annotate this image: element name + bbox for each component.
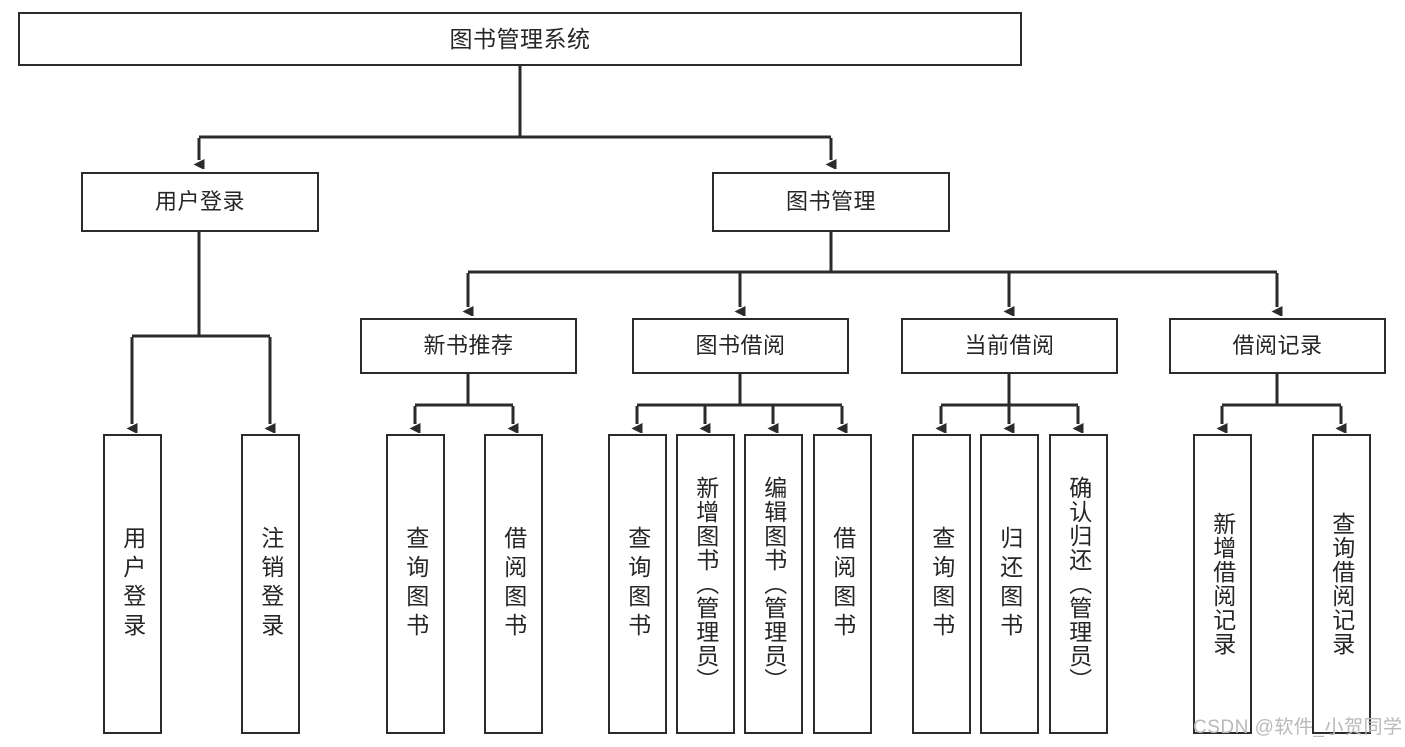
node-new-book-recommend[interactable]: 新书推荐 [360,318,577,374]
node-label: 注销登录 [257,526,284,642]
node-book-borrow[interactable]: 图书借阅 [632,318,849,374]
node-current-borrow[interactable]: 当前借阅 [901,318,1118,374]
node-label: 当前借阅 [964,333,1055,359]
node-label: 编辑图书（管理员） [760,476,787,692]
node-label: 用户登录 [154,189,245,215]
leaf-add-book-admin[interactable]: 新增图书（管理员） [676,434,735,734]
leaf-borrow-book[interactable]: 借阅图书 [813,434,872,734]
leaf-borrow-book-recommend[interactable]: 借阅图书 [484,434,543,734]
leaf-add-borrow-record[interactable]: 新增借阅记录 [1193,434,1252,734]
node-label: 借阅图书 [500,526,527,642]
node-label: 图书管理 [785,189,876,215]
node-borrow-records[interactable]: 借阅记录 [1169,318,1386,374]
leaf-confirm-return-admin[interactable]: 确认归还（管理员） [1049,434,1108,734]
node-label: 借阅记录 [1232,333,1323,359]
node-book-management[interactable]: 图书管理 [712,172,950,232]
node-label: 借阅图书 [829,526,856,642]
node-label: 新增借阅记录 [1209,512,1236,656]
node-label: 查询图书 [624,526,651,642]
leaf-query-book-borrow[interactable]: 查询图书 [608,434,667,734]
node-label: 归还图书 [996,526,1023,642]
node-label: 查询图书 [402,526,429,642]
leaf-query-borrow-record[interactable]: 查询借阅记录 [1312,434,1371,734]
leaf-edit-book-admin[interactable]: 编辑图书（管理员） [744,434,803,734]
leaf-query-book-recommend[interactable]: 查询图书 [386,434,445,734]
node-label: 确认归还（管理员） [1065,476,1092,692]
node-label: 查询图书 [928,526,955,642]
leaf-query-book-current[interactable]: 查询图书 [912,434,971,734]
node-label: 新书推荐 [423,333,514,359]
node-label: 图书管理系统 [449,25,591,52]
node-label: 用户登录 [119,526,146,642]
node-label: 图书借阅 [695,333,786,359]
csdn-watermark: CSDN @软件_小贺同学 [1193,717,1403,738]
node-user-login[interactable]: 用户登录 [81,172,319,232]
leaf-logout[interactable]: 注销登录 [241,434,300,734]
leaf-return-book[interactable]: 归还图书 [980,434,1039,734]
node-root-system[interactable]: 图书管理系统 [18,12,1022,66]
leaf-user-login[interactable]: 用户登录 [103,434,162,734]
node-label: 查询借阅记录 [1328,512,1355,656]
node-label: 新增图书（管理员） [692,476,719,692]
